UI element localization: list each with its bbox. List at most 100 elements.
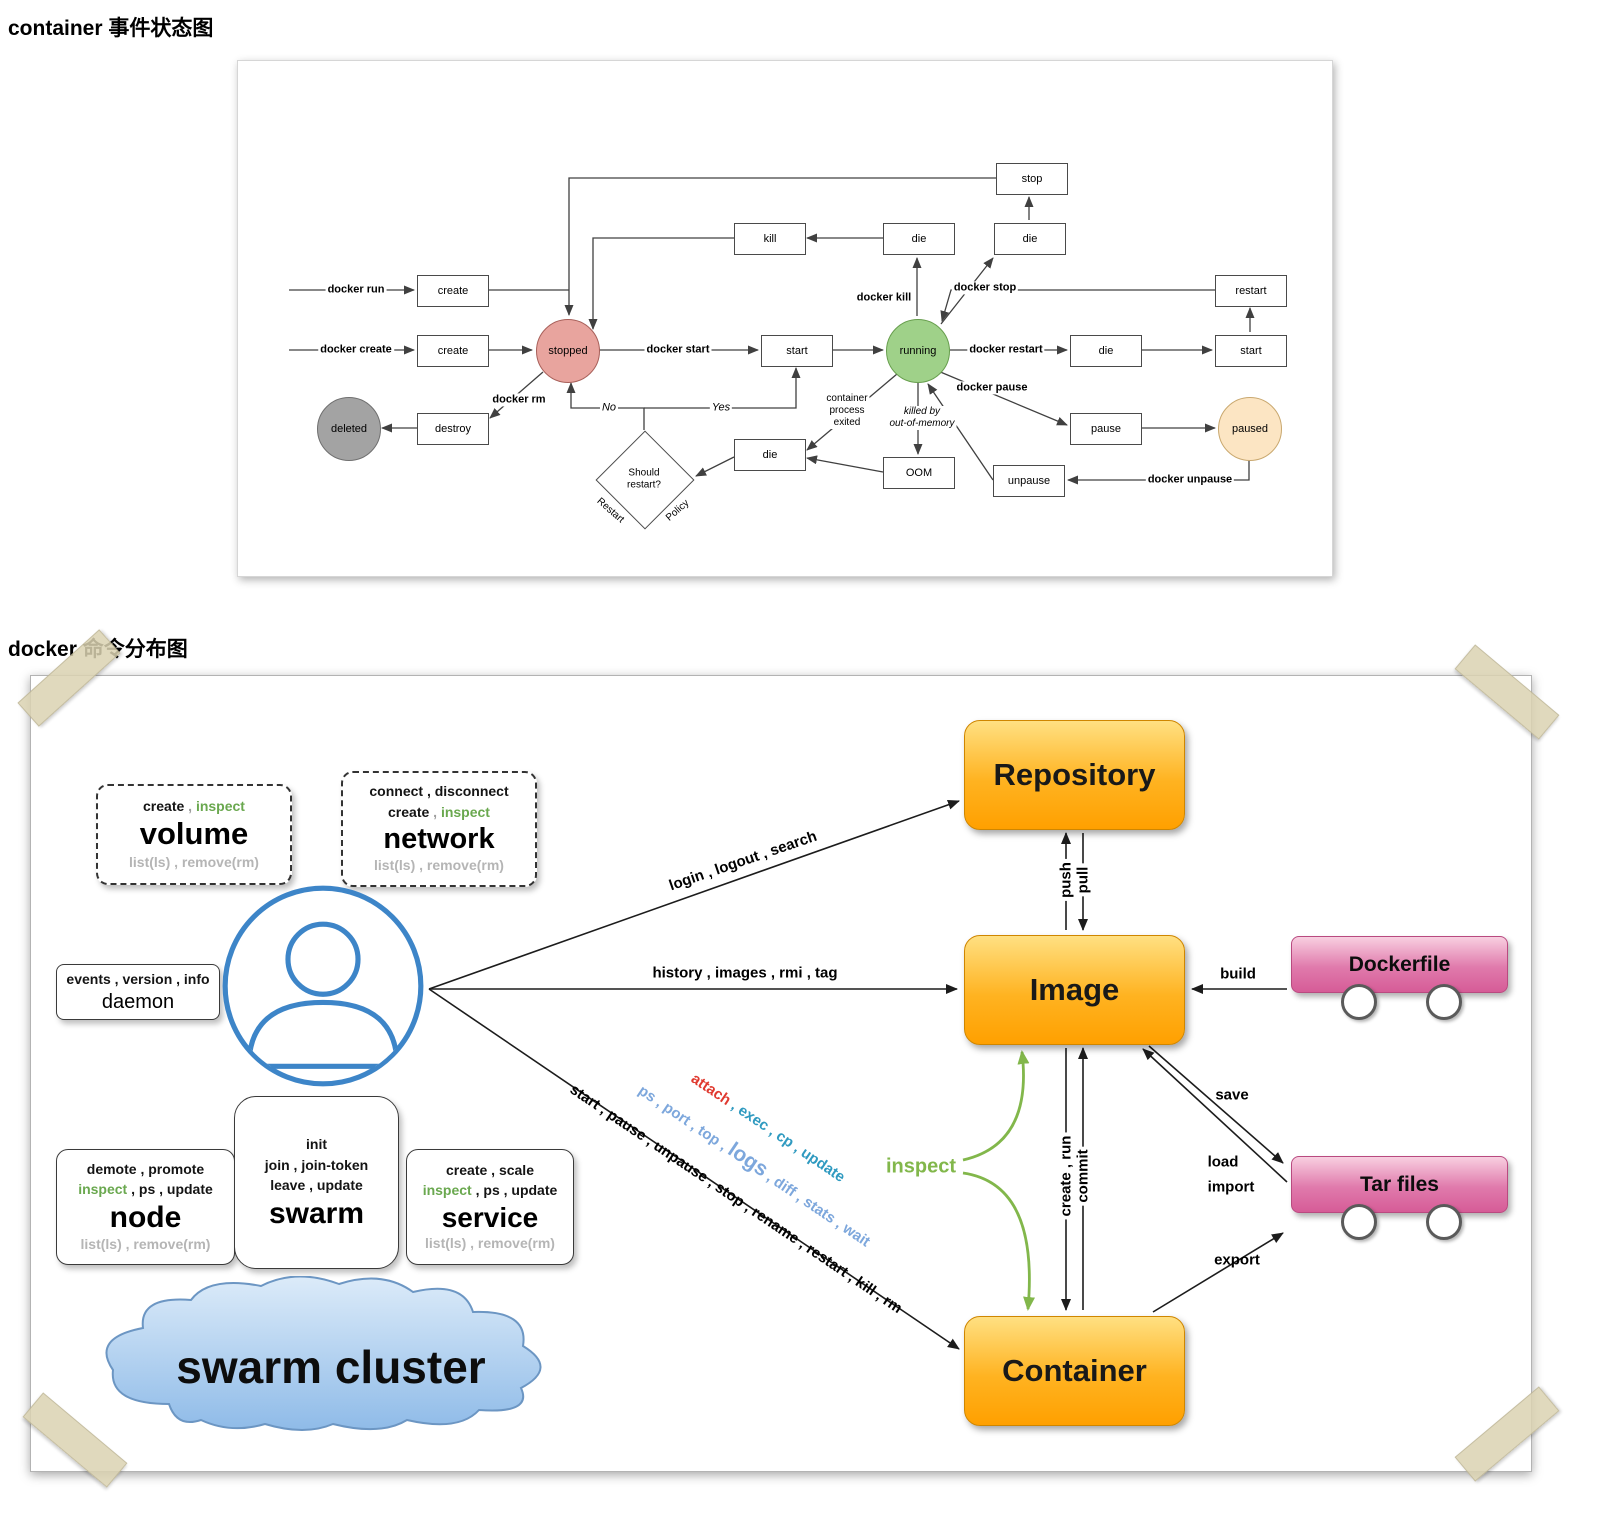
edge-label-import: import (1207, 1178, 1255, 1196)
edge-label-docker-create: docker create (318, 343, 394, 357)
arrow-paused-unpause (1067, 460, 1250, 485)
edge-label-process-exited: container process exited (824, 393, 870, 429)
volume-admin-commands: list(ls) , remove(rm) (129, 853, 259, 870)
arrow-die-diamond (695, 456, 735, 477)
dockerfile-title: Dockerfile (1291, 936, 1508, 993)
service-commands-2: inspect , ps , update (423, 1182, 558, 1200)
edge-label-yes: Yes (709, 401, 733, 415)
arrow-save (1148, 1045, 1284, 1164)
swarm-commands-3: leave , update (270, 1177, 363, 1193)
should-restart-line1: Should (628, 467, 660, 479)
arrow-container-commands (428, 988, 960, 1350)
state-box-die-2: die (994, 223, 1066, 255)
arrow-unpause-running (927, 383, 994, 481)
state-box-die-1: die (883, 223, 955, 255)
node-commands-1: demote , promote (86, 1160, 205, 1177)
service-cmd-inspect: inspect (422, 1182, 472, 1199)
edge-label-docker-run: docker run (325, 283, 387, 297)
state-box-restart: restart (1215, 275, 1287, 307)
arrow-inspect-image (962, 1050, 1030, 1162)
arrow-kill-return (588, 237, 734, 330)
state-box-start-2: start (1215, 335, 1287, 367)
arrow-inspect-container (962, 1171, 1036, 1311)
docker-client-user-icon (220, 883, 426, 1089)
arrow-load-import (1142, 1048, 1288, 1183)
edge-label-docker-stop: docker stop (951, 281, 1019, 295)
tar-files-wheel-left (1341, 1204, 1377, 1240)
edge-label-docker-unpause: docker unpause (1145, 473, 1235, 487)
should-restart-line2: restart? (627, 479, 661, 490)
tar-files-wheel-right (1426, 1204, 1462, 1240)
network-commands-2: create , inspect (388, 804, 490, 822)
service-title: service (441, 1201, 539, 1233)
dockerfile-wheel-right (1426, 984, 1462, 1020)
state-box-die-3: die (1070, 335, 1142, 367)
node-title: node (109, 1200, 182, 1234)
edge-label-build: build (1220, 965, 1256, 983)
state-box-die-4: die (734, 439, 806, 471)
container-state-diagram: stop kill die die create restart create … (237, 60, 1333, 577)
swarm-cluster-label: swarm cluster (176, 1340, 486, 1393)
service-commands-1: create , scale (446, 1161, 534, 1178)
state-arrow-layer (289, 177, 1255, 485)
docker-commands-diagram: create , inspect volume list(ls) , remov… (30, 675, 1532, 1472)
state-box-create: create (417, 335, 489, 367)
group-box-network: connect , disconnect create , inspect ne… (341, 771, 537, 887)
state-box-unpause: unpause (993, 465, 1065, 497)
arrow-login (428, 799, 960, 990)
node-cmd-inspect: inspect (78, 1181, 128, 1197)
volume-cmd-inspect: inspect (195, 797, 245, 814)
state-circle-deleted: deleted (317, 397, 381, 461)
edge-label-load: load (1207, 1153, 1239, 1171)
cloud-icon (105, 1275, 542, 1431)
swarm-commands-1: init (306, 1136, 327, 1152)
edge-label-export: export (1214, 1251, 1260, 1269)
state-box-start: start (761, 335, 833, 367)
tar-files-title: Tar files (1291, 1156, 1508, 1213)
volume-cmd-create: create (143, 797, 185, 814)
node-cmd-rest: , ps , update (127, 1181, 213, 1197)
edge-label-oom-killed: killed by out-of-memory (887, 406, 957, 430)
arrow-oom-die (806, 455, 884, 473)
node-commands-2: inspect , ps , update (78, 1181, 213, 1199)
daemon-commands: events , version , info (66, 971, 210, 988)
volume-title: volume (139, 816, 249, 852)
arrow-docker-pause (937, 370, 1068, 426)
state-circle-paused: paused (1218, 397, 1282, 461)
heading-state-diagram: container 事件状态图 (8, 17, 214, 40)
edge-label-pull: pull (1073, 863, 1093, 897)
network-admin-commands: list(ls) , remove(rm) (374, 857, 504, 874)
service-cmd-rest: , ps , update (471, 1182, 558, 1199)
volume-cmd-sep: , (184, 797, 196, 814)
node-dockerfile: Dockerfile (1291, 936, 1508, 1036)
oom-killed-line2: out-of-memory (889, 418, 955, 429)
node-container: Container (964, 1316, 1185, 1426)
swarm-commands-2: join , join-token (264, 1156, 369, 1173)
network-title: network (383, 823, 495, 856)
network-cmd-create: create (388, 803, 430, 820)
edge-label-docker-start: docker start (644, 343, 712, 357)
network-cmd-inspect: inspect (440, 803, 490, 820)
edge-label-docker-kill: docker kill (854, 291, 914, 305)
network-commands-1: connect , disconnect (369, 783, 509, 800)
edge-label-docker-rm: docker rm (490, 393, 548, 407)
state-box-stop: stop (996, 163, 1068, 195)
daemon-title: daemon (101, 990, 175, 1013)
edge-label-no: No (599, 401, 619, 415)
node-admin-commands: list(ls) , remove(rm) (80, 1236, 211, 1252)
edge-label-history: history , images , rmi , tag (652, 964, 838, 982)
edge-label-commit: commit (1073, 1146, 1093, 1206)
arrow-stop-return (564, 177, 996, 316)
state-box-oom: OOM (883, 457, 955, 489)
arrow-restart-return (940, 289, 1215, 322)
node-image: Image (964, 935, 1185, 1045)
service-admin-commands: list(ls) , remove(rm) (425, 1234, 555, 1251)
process-exited-line1: container (826, 393, 868, 404)
should-restart-label: Should restart? (627, 468, 661, 491)
user-icon (222, 885, 424, 1087)
process-exited-line3: exited (833, 417, 861, 428)
group-box-daemon: events , version , info daemon (56, 964, 220, 1020)
arrow-export (1152, 1232, 1284, 1313)
dockerfile-wheel-left (1341, 984, 1377, 1020)
